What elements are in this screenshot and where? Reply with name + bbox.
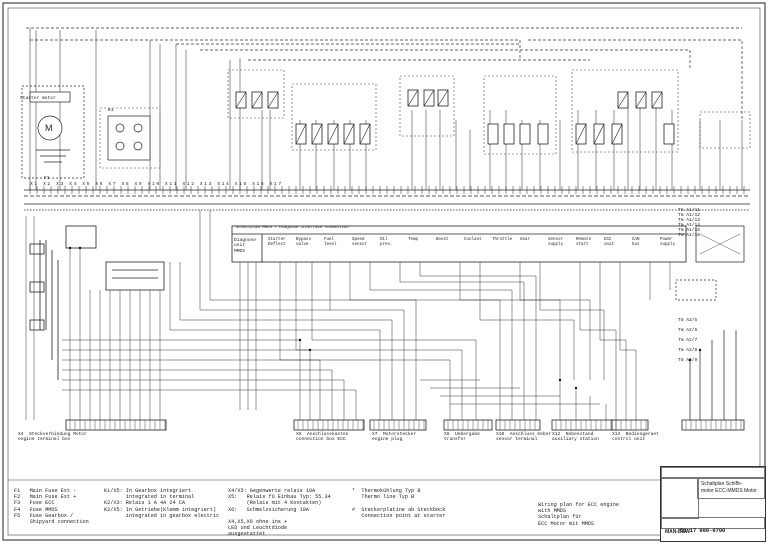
module-header: Schaltplan MMDS / Diagnose interface con…: [236, 226, 349, 230]
module-group-label: Speed sensor: [352, 238, 368, 248]
bottom-connector-label: X8 Uebergabe transfer: [444, 432, 480, 443]
legend-components: X4/X5: Gegenwerte relais 10A X5: Relais …: [228, 488, 331, 538]
bottom-connector-label: X6 Anschlusskasten connection box ECC: [296, 432, 349, 443]
module-group-label: Fuel level: [324, 238, 337, 248]
right-module: [675, 225, 745, 420]
bottom-connector-pins: [69, 420, 742, 430]
right-terminal-label: Tm A1/14: [678, 223, 701, 228]
top-dashed-bus: [26, 27, 743, 120]
right-lower-label: Tm A2/8: [678, 348, 698, 353]
module-group-label: Throttle: [492, 238, 513, 242]
bottom-connector-label: X12 Nebenstand auxiliary station: [552, 432, 599, 443]
right-terminal-label: Tm A1/12: [678, 213, 701, 218]
title-block: Schaltplan Schiffs- motor ECC-MMDS Motor…: [660, 466, 766, 542]
control-box-k1: [29, 225, 165, 380]
legend-notes: * Thermokühlung Typ B Thermo line Typ B …: [352, 488, 446, 519]
module-group-label: Remote start: [576, 238, 592, 248]
fuse-label: F1: [44, 176, 50, 181]
right-lower-label: Tm A2/9: [678, 358, 698, 363]
right-terminal-label: Tm A1/16: [678, 233, 701, 238]
title-line-2: motor ECC-MMDS Motor: [701, 488, 757, 494]
upper-components: [235, 89, 675, 145]
bottom-connector-label: X10 Anschluss Geber sensor terminal: [496, 432, 552, 443]
module-group-label: Gear: [520, 238, 531, 242]
motor-label: Starter motor: [20, 96, 56, 101]
right-terminal-label: Tm A1/11: [678, 208, 701, 213]
module-group-label: Temp: [408, 238, 419, 242]
legend-description: Wiring plan for ECC engine with MMDS Sch…: [538, 502, 619, 527]
title-line-1: Schaltplan Schiffs-: [701, 481, 743, 487]
bottom-connector-label: X4 Steckverbindung Motor engine terminal…: [18, 432, 87, 443]
module-group-label: Coolant: [464, 238, 482, 242]
right-terminal-label: Tm A1/13: [678, 218, 701, 223]
terminal-ticks: [29, 186, 745, 194]
junction-dots: [68, 246, 702, 390]
module-group-label: Boost: [436, 238, 449, 242]
top-connector-labels-left: X1 X2 X3 X4 X5 X6 X7 X8 X9 X10 X11 X12 X…: [30, 182, 283, 187]
legend-relays: K1/X5: In Gearbox integriert integrated …: [104, 488, 220, 519]
drawing-number: 51 17 000-0700: [680, 528, 726, 534]
legend-fuses: F1 Main Fuse Ext - F2 Main Fuse Ext + F3…: [14, 488, 89, 526]
bottom-connectors: [65, 419, 745, 431]
module-group-label: Sensor supply: [548, 238, 564, 248]
module-group-label: Oil pres.: [380, 238, 393, 248]
bottom-connector-label: X7 Motorstecker engine plug: [372, 432, 417, 443]
module-group-label: CAN bus: [632, 238, 640, 248]
relay-label: K1: [108, 108, 114, 113]
bottom-connector-label: X13 Bediengeraet control unit: [612, 432, 659, 443]
lower-wiring: [25, 210, 671, 420]
dashed-enclosures: [99, 69, 751, 169]
right-lower-label: Tm A2/7: [678, 338, 698, 343]
main-module: [231, 225, 687, 263]
starter-motor-block: M: [21, 85, 151, 179]
component-diagonals: [235, 89, 663, 145]
right-terminal-label: Tm A1/15: [678, 228, 701, 233]
diagnose-unit-label: Diagnose unit MMDS: [234, 238, 257, 254]
svg-text:M: M: [45, 123, 53, 133]
upper-vertical-wires: [29, 28, 743, 190]
module-group-label: Starter Deflect: [268, 238, 286, 248]
terminal-strip: [24, 189, 750, 211]
module-group-label: Power supply: [660, 238, 676, 248]
right-lower-label: Tm A2/6: [678, 328, 698, 333]
module-group-label: ECC unit: [604, 238, 615, 248]
footer-mark: MAN-B&W: [665, 529, 690, 535]
module-group-label: Bypass valve: [296, 238, 312, 248]
right-lower-label: Tm A2/5: [678, 318, 698, 323]
